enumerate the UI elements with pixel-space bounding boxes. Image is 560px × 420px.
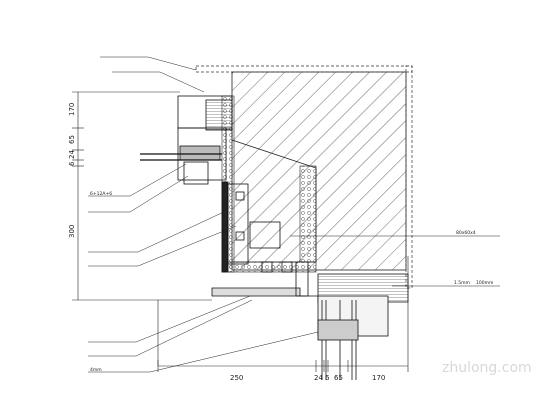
left-leader-lines <box>88 56 319 373</box>
note-left: 4mm <box>90 367 102 373</box>
note-right: 1.5mm <box>454 280 470 286</box>
dimension-label: 65 <box>68 135 76 144</box>
lower-glass-unit <box>300 273 409 380</box>
upper-glass-unit <box>140 95 233 185</box>
dimension-label: 6 <box>325 374 330 382</box>
dimension-label: 6 <box>68 161 76 166</box>
watermark-text: zhulong.com <box>442 360 532 376</box>
note-right: 100mm <box>476 280 493 286</box>
dimension-label: 24 <box>314 374 323 382</box>
dimension-label: 250 <box>230 374 243 382</box>
note-left: 6+12A+6 <box>90 191 112 197</box>
dimension-label: 170 <box>68 103 76 116</box>
dimension-label: 170 <box>372 374 385 382</box>
right-leader-lines <box>290 235 500 287</box>
dimension-label: 24 <box>68 150 76 159</box>
dimension-label: 65 <box>334 374 343 382</box>
note-right: 80x60x4 <box>456 230 476 236</box>
left-dimension-chain <box>72 91 212 301</box>
watermark: zhulong.com <box>442 360 532 376</box>
concrete-column <box>195 65 413 289</box>
dimension-label: 300 <box>68 225 76 238</box>
